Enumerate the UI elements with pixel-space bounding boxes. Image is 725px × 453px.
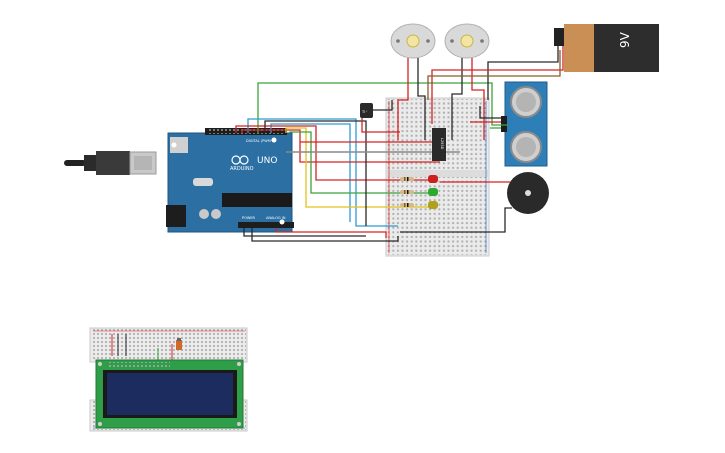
usb-cable-icon bbox=[64, 151, 157, 175]
ultrasonic-sensor bbox=[501, 81, 548, 167]
9v-battery: 9V bbox=[554, 24, 659, 72]
lcd-16x2 bbox=[95, 359, 244, 429]
led-row bbox=[400, 175, 438, 209]
transistor-label: TIP bbox=[361, 110, 367, 114]
ic-label: L293D bbox=[440, 138, 444, 150]
power-header-label: POWER bbox=[242, 216, 256, 220]
arduino-uno-board: ARDUINO UNO DIGITAL (PWM~) POWER ANALOG … bbox=[166, 128, 294, 233]
resistor bbox=[400, 203, 414, 207]
arduino-brand-label: ARDUINO bbox=[230, 166, 254, 172]
main-breadboard bbox=[385, 97, 490, 257]
potentiometer bbox=[176, 338, 182, 350]
led-green bbox=[428, 188, 438, 196]
led-yellow bbox=[428, 201, 438, 209]
battery-label: 9V bbox=[618, 31, 632, 48]
lcd-wires bbox=[111, 334, 173, 360]
resistor bbox=[400, 190, 414, 194]
led-red bbox=[428, 175, 438, 183]
resistor bbox=[400, 177, 414, 181]
motor-driver-ic: L293D bbox=[432, 128, 446, 161]
infinity-logo-icon bbox=[231, 155, 249, 165]
wires bbox=[235, 46, 564, 242]
digital-header-label: DIGITAL (PWM~) bbox=[246, 139, 276, 143]
arduino-model-label: UNO bbox=[257, 156, 277, 166]
dc-motor-right bbox=[444, 23, 490, 59]
analog-header-label: ANALOG IN bbox=[266, 216, 286, 220]
piezo-buzzer bbox=[507, 172, 549, 214]
dc-motor-left bbox=[390, 23, 436, 59]
